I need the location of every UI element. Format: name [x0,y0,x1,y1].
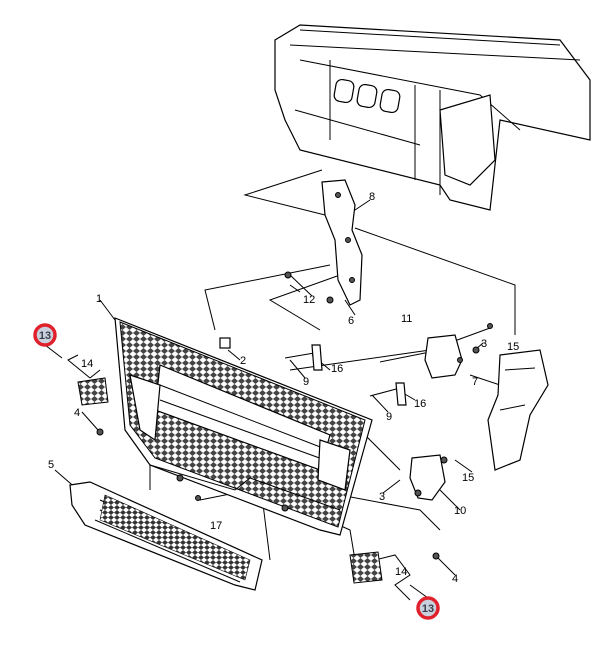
grille-1 [114,317,373,536]
highlight-badge-13[interactable]: 13 [33,323,57,347]
callout-2: 2 [240,355,246,367]
badge-13-label: 13 [39,330,51,342]
callout-14: 14 [395,566,407,578]
callout-8: 8 [369,191,375,203]
bracket-8 [321,179,363,306]
callout-9: 9 [386,411,392,423]
badge-13-label: 13 [422,603,434,615]
highlight-badge-13[interactable]: 13 [416,596,440,620]
radiator-support [274,24,591,211]
lower-grille-5 [69,481,263,591]
callout-7: 7 [472,376,478,388]
callout-6: 6 [348,315,354,327]
callout-14: 14 [81,358,93,370]
callout-15: 15 [462,472,474,484]
callout-3: 3 [379,491,385,503]
callout-4: 4 [452,573,458,585]
callout-11: 11 [401,313,412,325]
callout-4: 4 [74,407,80,419]
callout-labels: 1 2 3 3 4 4 5 6 7 8 9 9 10 11 12 14 14 1… [48,191,519,585]
callout-16: 16 [331,363,343,375]
callout-17: 17 [210,520,222,532]
fasteners [96,271,493,560]
callout-16: 16 [414,398,426,410]
callout-5: 5 [48,459,54,471]
callout-1: 1 [96,293,102,305]
callout-12: 12 [303,294,315,306]
bracket-7 [487,349,549,471]
latch-brackets [409,334,463,501]
callout-9: 9 [303,376,309,388]
callout-10: 10 [454,505,466,517]
callout-3: 3 [481,338,487,350]
insert-14 [77,377,383,584]
callout-15: 15 [507,341,519,353]
